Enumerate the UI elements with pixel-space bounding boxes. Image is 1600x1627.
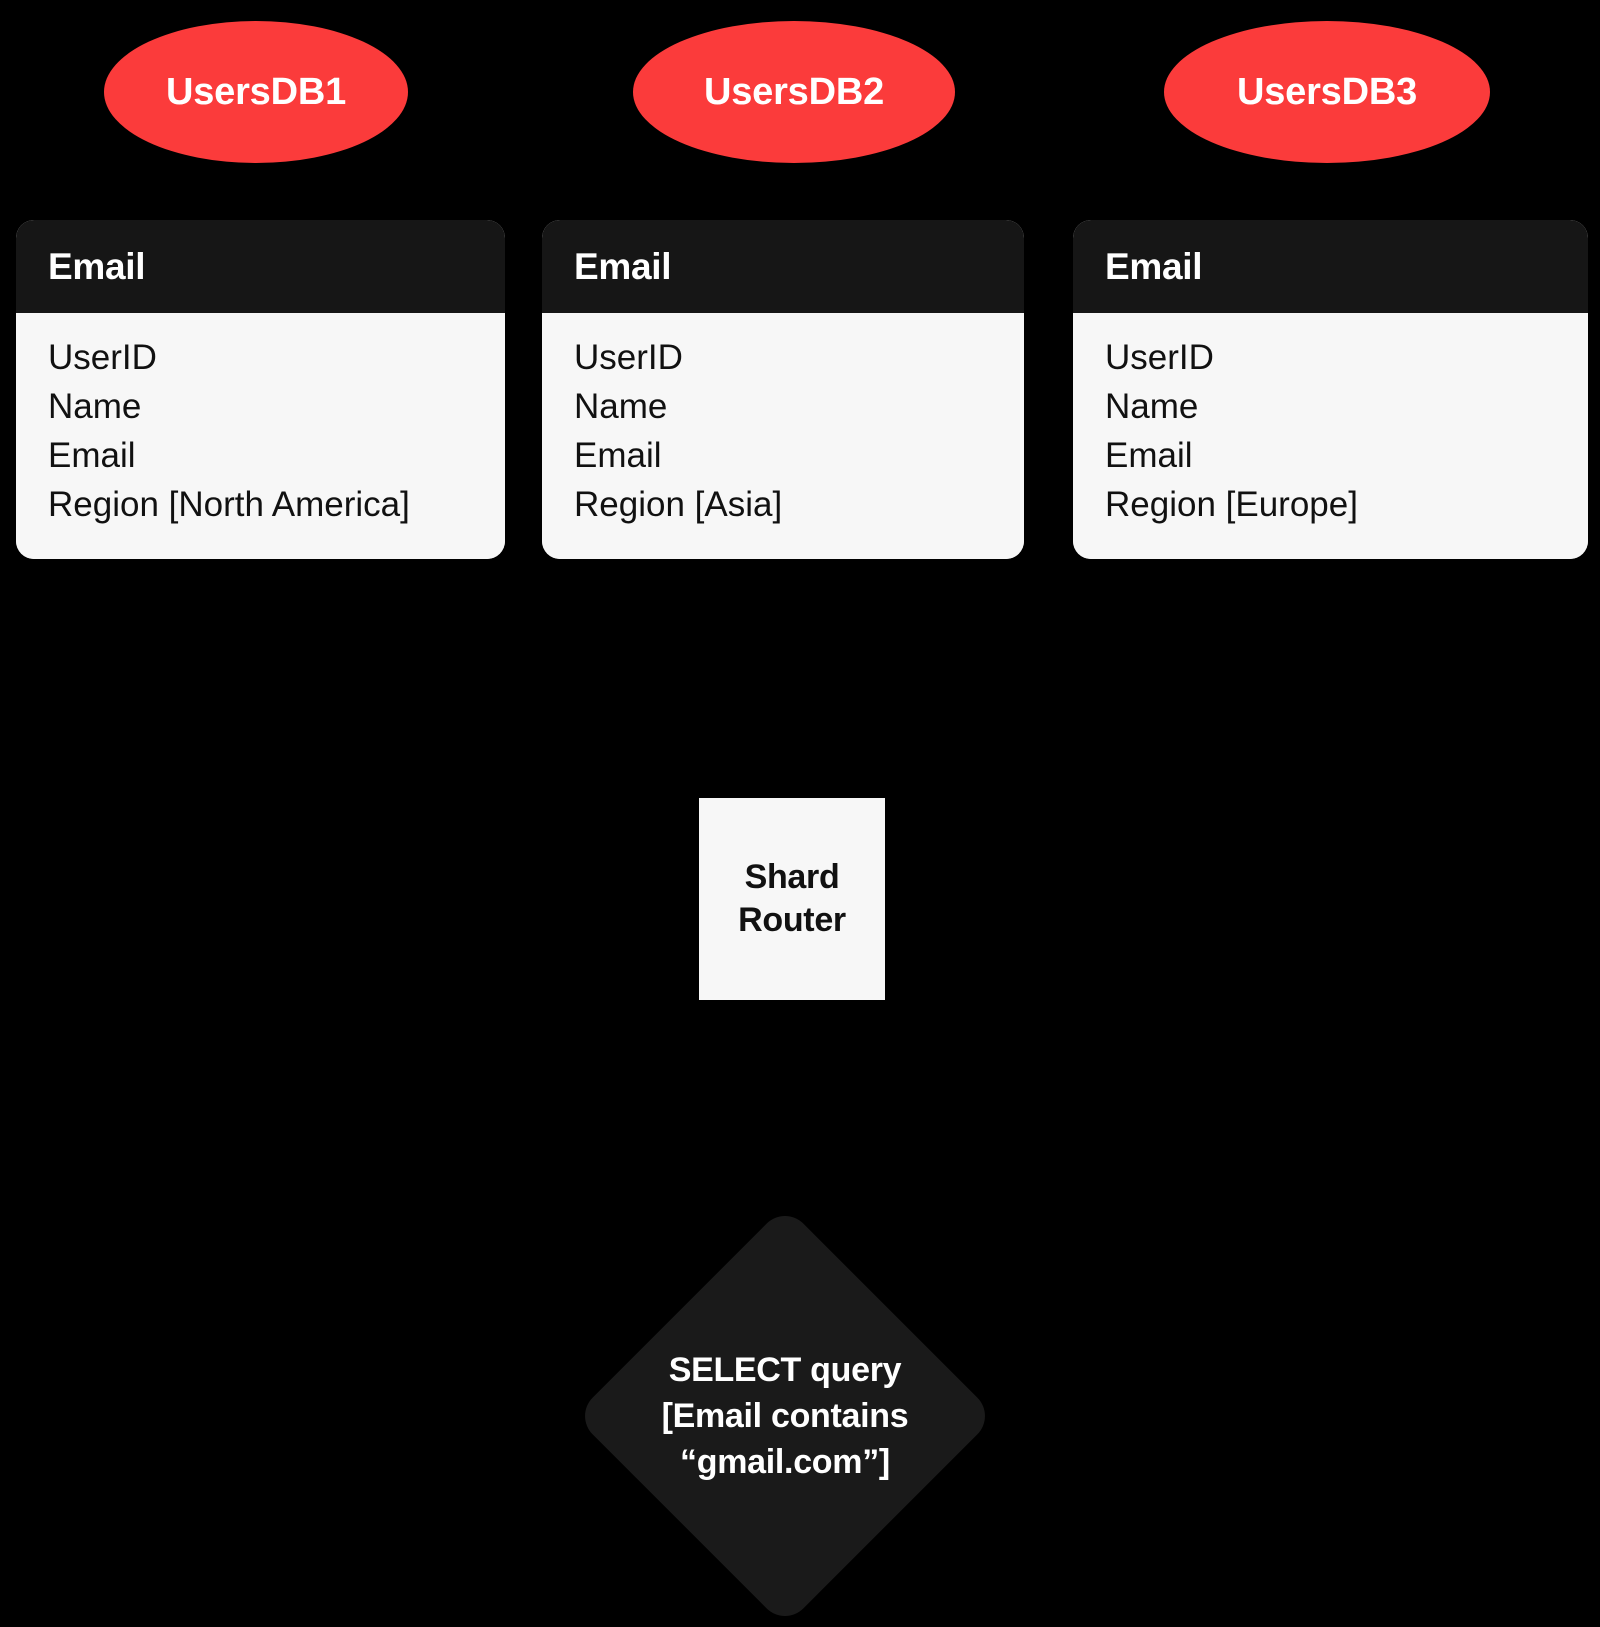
table-field-row: UserID xyxy=(1105,338,1214,377)
table-field-row: Name xyxy=(1105,387,1199,426)
shard-table-card-2[interactable]: Email UserID Name Email Region [Asia] xyxy=(542,220,1024,559)
select-query-node[interactable]: SELECT query [Email contains “gmail.com”… xyxy=(574,1205,996,1627)
db-node-usersdb3[interactable]: UsersDB3 xyxy=(1164,21,1490,163)
table-field-row: Email xyxy=(1105,436,1193,475)
table-header-title: Email xyxy=(1105,246,1203,287)
shard-router-node[interactable]: Shard Router xyxy=(699,798,885,1000)
table-field-list: UserID Name Email Region [Europe] xyxy=(1073,313,1588,559)
diagram-canvas: UsersDB1 UsersDB2 UsersDB3 Email UserID … xyxy=(16,21,1588,1627)
table-header-title: Email xyxy=(574,246,672,287)
table-field-row: Name xyxy=(48,387,142,426)
table-header-title: Email xyxy=(48,246,146,287)
db-node-usersdb2[interactable]: UsersDB2 xyxy=(633,21,955,163)
table-field-row: Region [Europe] xyxy=(1105,485,1358,524)
table-field-list: UserID Name Email Region [North America] xyxy=(16,313,505,559)
shard-table-card-1[interactable]: Email UserID Name Email Region [North Am… xyxy=(16,220,505,559)
table-header: Email xyxy=(1073,220,1588,313)
table-field-row: Email xyxy=(574,436,662,475)
db-node-label: UsersDB1 xyxy=(165,71,347,113)
table-field-row: UserID xyxy=(574,338,683,377)
table-field-row: Email xyxy=(48,436,136,475)
table-field-row: UserID xyxy=(48,338,157,377)
table-header: Email xyxy=(542,220,1024,313)
table-field-row: Region [North America] xyxy=(48,485,410,524)
db-node-label: UsersDB3 xyxy=(1236,71,1418,113)
table-header: Email xyxy=(16,220,505,313)
shard-router-label: Shard Router xyxy=(738,858,846,939)
db-node-label: UsersDB2 xyxy=(703,71,885,113)
select-query-label: SELECT query [Email contains “gmail.com”… xyxy=(661,1351,909,1481)
shard-table-card-3[interactable]: Email UserID Name Email Region [Europe] xyxy=(1073,220,1588,559)
table-field-row: Name xyxy=(574,387,668,426)
table-field-list: UserID Name Email Region [Asia] xyxy=(542,313,1024,559)
db-node-usersdb1[interactable]: UsersDB1 xyxy=(104,21,408,163)
table-field-row: Region [Asia] xyxy=(574,485,783,524)
